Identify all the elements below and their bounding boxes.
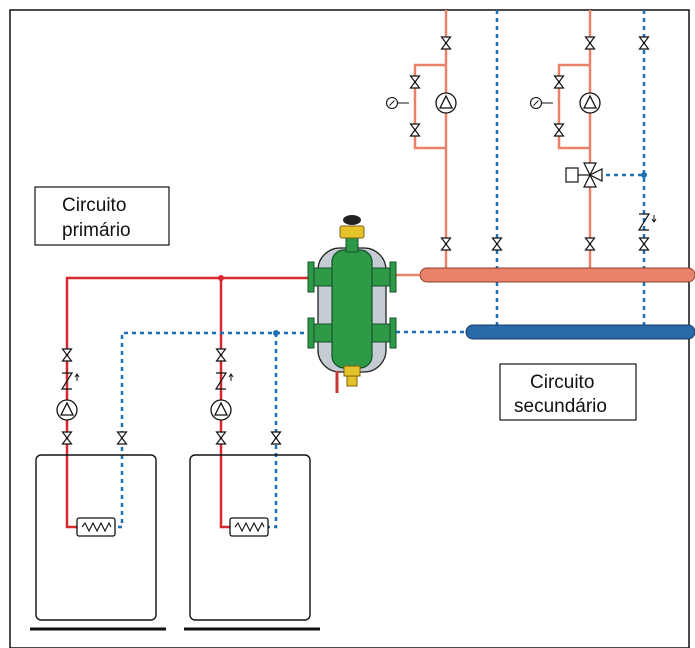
primary-label-line1: Circuito: [62, 195, 126, 216]
pump-icon: [56, 399, 78, 421]
valve-icon: [215, 348, 227, 362]
boiler-casing: [189, 454, 311, 621]
primary-label-line2: primário: [62, 220, 131, 241]
valve-icon: [638, 237, 650, 251]
heat-exchanger-icon: [229, 517, 269, 537]
valve-icon: [270, 431, 282, 445]
valve-icon: [553, 123, 565, 137]
primary-cold-lines: [112, 331, 312, 529]
gauge-icon: [529, 96, 543, 110]
valve-icon: [215, 431, 227, 445]
heat-exchanger-icon: [76, 517, 116, 537]
boiler-casing: [35, 454, 157, 621]
valve-icon: [584, 237, 596, 251]
valve-icon: [409, 75, 421, 89]
check-valve-icon: [638, 213, 657, 231]
secondary-label-line2: secundário: [514, 396, 607, 417]
three-way-valve-icon: [565, 162, 603, 188]
secondary-cold-lines: [495, 10, 646, 325]
primary-circuit-label: Circuito primário: [34, 186, 170, 246]
valve-icon: [491, 237, 503, 251]
gauge-icon: [385, 96, 399, 110]
hydraulic-separator-icon: [307, 215, 397, 393]
secondary-circuit-1: [385, 36, 503, 251]
pump-icon: [210, 399, 232, 421]
junction-dot: [641, 172, 647, 178]
valve-icon: [440, 237, 452, 251]
secondary-cold-header: [465, 324, 695, 340]
valve-icon: [440, 36, 452, 50]
valve-icon: [61, 431, 73, 445]
primary-boiler-2: [184, 348, 320, 631]
secondary-circuit-label: Circuito secundário: [499, 363, 637, 421]
valve-icon: [409, 123, 421, 137]
secondary-circuit-2: [529, 36, 657, 251]
valve-icon: [116, 431, 128, 445]
valve-icon: [638, 36, 650, 50]
check-valve-icon: [215, 372, 234, 390]
check-valve-icon: [61, 372, 80, 390]
junction-dot: [218, 275, 224, 281]
secondary-hot-lines: [413, 10, 592, 268]
valve-icon: [553, 75, 565, 89]
pump-icon: [579, 92, 601, 114]
valve-icon: [61, 348, 73, 362]
pump-icon: [435, 92, 457, 114]
primary-boiler-1: [30, 348, 166, 631]
valve-icon: [584, 36, 596, 50]
secondary-label-line1: Circuito: [530, 372, 594, 393]
junction-dot: [273, 330, 279, 336]
secondary-hot-header: [419, 267, 695, 283]
